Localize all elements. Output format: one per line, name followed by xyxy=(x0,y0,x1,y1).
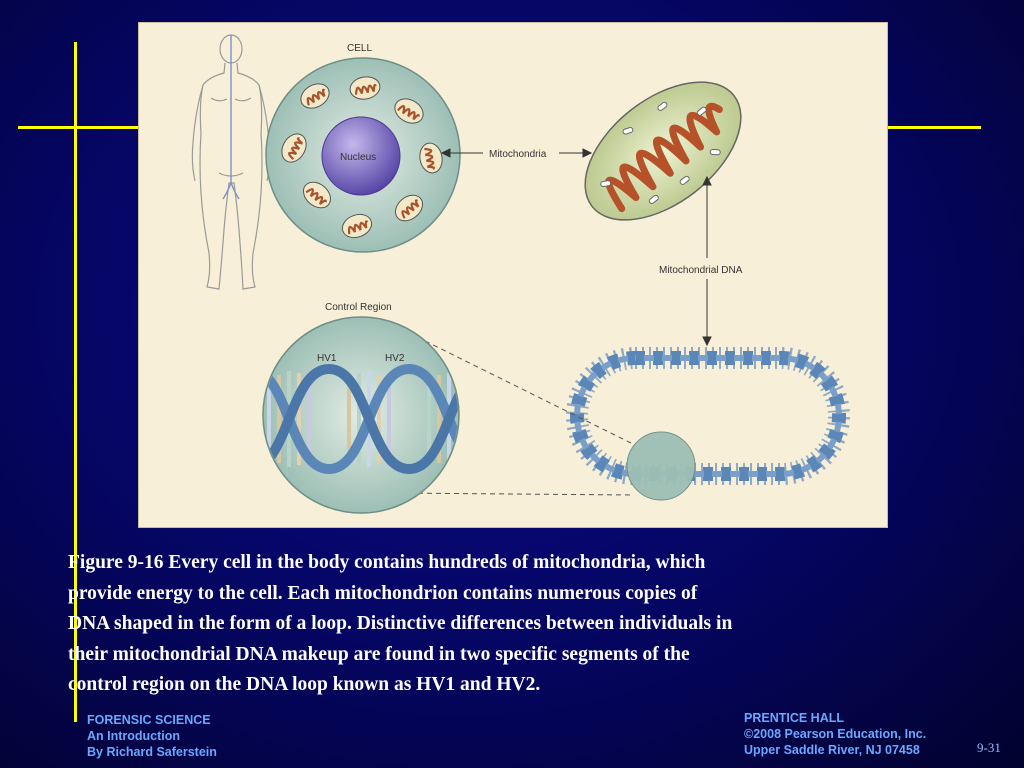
mtdna-diagram: CELL Nucleus Mitochondria xyxy=(191,34,850,514)
footer-book-subtitle: An Introduction xyxy=(87,729,181,743)
nucleus xyxy=(321,116,401,196)
caption-line-1: Figure 9-16 Every cell in the body conta… xyxy=(68,552,706,573)
footer-book-author: By Richard Saferstein xyxy=(87,745,217,759)
figure-panel: CELL Nucleus Mitochondria xyxy=(138,22,888,528)
nucleus-label: Nucleus xyxy=(340,152,376,163)
accent-line-horizontal-left xyxy=(18,126,138,129)
footer-copyright: ©2008 Pearson Education, Inc. xyxy=(744,727,927,741)
hv1-label: HV1 xyxy=(317,353,337,364)
zoom-line-bottom xyxy=(390,492,634,496)
footer-publisher-info: PRENTICE HALL ©2008 Pearson Education, I… xyxy=(744,710,926,758)
accent-line-horizontal-right xyxy=(886,126,981,129)
caption-line-4: their mitochondrial DNA makeup are found… xyxy=(68,643,690,665)
accent-line-vertical xyxy=(74,42,77,722)
control-region-label: Control Region xyxy=(325,302,392,313)
mitochondrion-enlarged xyxy=(584,81,742,221)
mitochondria-label: Mitochondria xyxy=(489,149,547,160)
control-region-highlight xyxy=(626,431,696,501)
caption-line-2: provide energy to the cell. Each mitocho… xyxy=(68,582,698,604)
caption-line-5: control region on the DNA loop known as … xyxy=(68,674,541,695)
figure-caption: Figure 9-16 Every cell in the body conta… xyxy=(68,548,958,701)
footer-publisher: PRENTICE HALL xyxy=(744,711,844,725)
dna-helix-enlarged xyxy=(264,363,458,475)
arrow-cell-to-mitochondria xyxy=(440,148,593,158)
footer-book-info: FORENSIC SCIENCE An Introduction By Rich… xyxy=(87,712,217,760)
arrow-mitochondria-to-dna xyxy=(702,175,712,347)
dna-loop xyxy=(566,347,850,485)
hv2-label: HV2 xyxy=(385,353,405,364)
footer-book-title: FORENSIC SCIENCE xyxy=(87,713,211,727)
cell-label: CELL xyxy=(347,43,372,54)
caption-line-3: DNA shaped in the form of a loop. Distin… xyxy=(68,613,733,634)
mitochondrial-dna-label: Mitochondrial DNA xyxy=(659,265,743,276)
footer-address: Upper Saddle River, NJ 07458 xyxy=(744,743,920,757)
slide-number: 9-31 xyxy=(977,740,1001,755)
